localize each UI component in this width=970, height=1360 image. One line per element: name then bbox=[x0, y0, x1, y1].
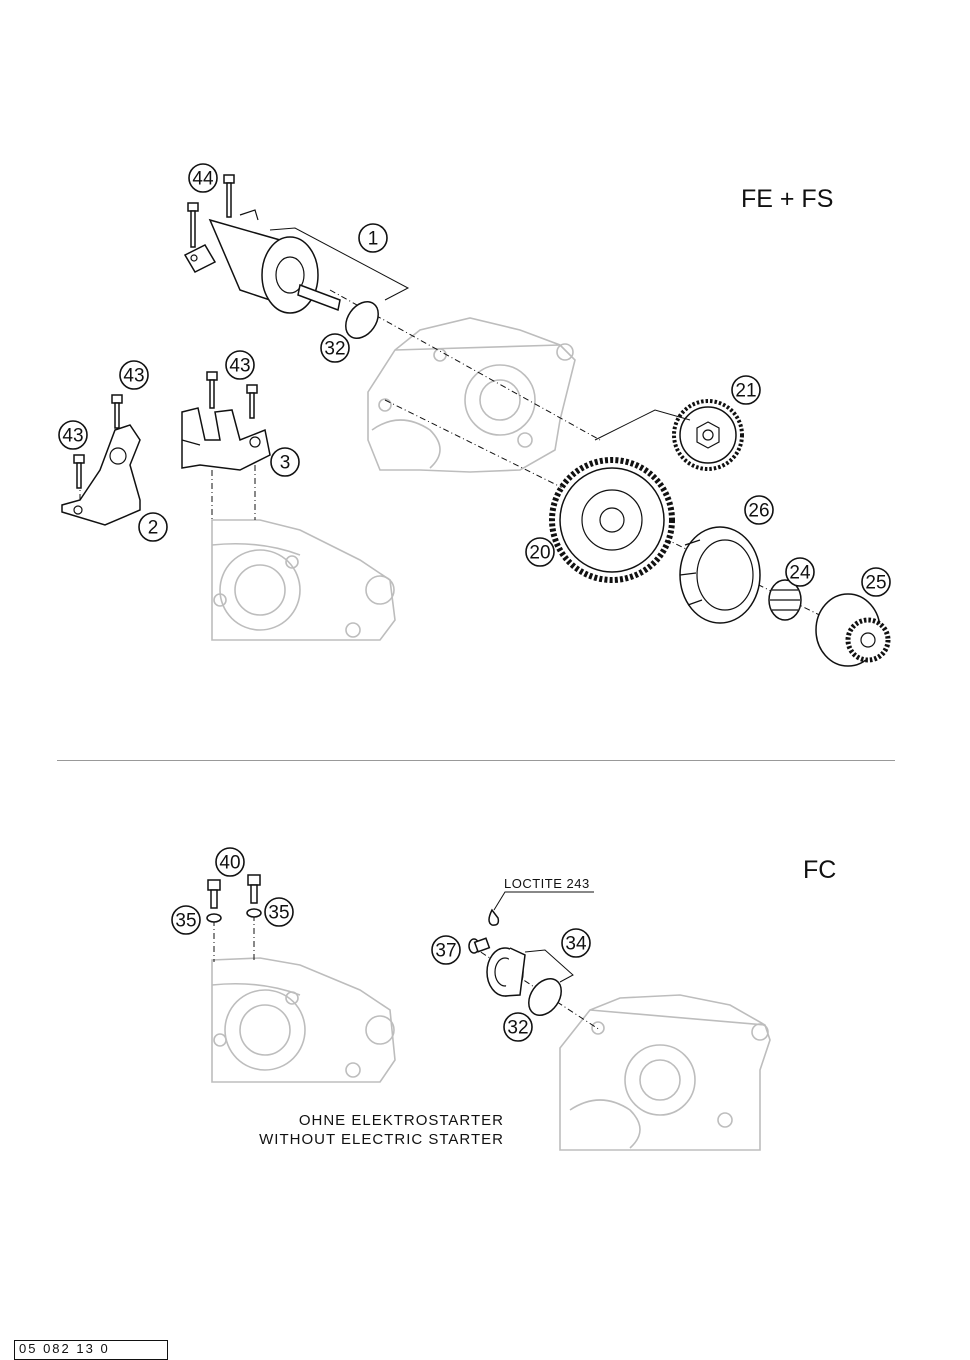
crankcase-ghost-top-left bbox=[211, 519, 396, 641]
callout-43-top[interactable]: 43 bbox=[119, 360, 149, 390]
callout-1[interactable]: 1 bbox=[358, 223, 388, 253]
plug-34-drawing bbox=[486, 947, 526, 997]
freewheel-26-drawing bbox=[679, 526, 761, 624]
screw-43-bracket3-a bbox=[206, 371, 218, 409]
screw-43-bracket3-b bbox=[246, 384, 258, 419]
callout-34-number: 34 bbox=[565, 934, 587, 955]
callout-26[interactable]: 26 bbox=[744, 495, 774, 525]
callout-37[interactable]: 37 bbox=[431, 935, 461, 965]
bracket-3-drawing bbox=[181, 407, 271, 471]
intermediate-gear-21-drawing bbox=[672, 399, 744, 471]
model-label-fc: FC bbox=[803, 856, 837, 884]
callout-3-number: 3 bbox=[280, 453, 291, 474]
callout-21[interactable]: 21 bbox=[731, 375, 761, 405]
o-ring-32-bottom-drawing bbox=[528, 978, 562, 1016]
note-line-de: OHNE ELEKTROSTARTER bbox=[298, 1112, 504, 1129]
callout-3[interactable]: 3 bbox=[270, 447, 300, 477]
callout-40-number: 40 bbox=[219, 853, 240, 874]
screw-44-a bbox=[187, 202, 199, 248]
callout-34[interactable]: 34 bbox=[561, 928, 591, 958]
starter-motor-drawing bbox=[183, 209, 341, 314]
callout-35-left[interactable]: 35 bbox=[171, 905, 201, 935]
callout-24-number: 24 bbox=[789, 563, 811, 584]
freewheel-hub-25-drawing bbox=[815, 593, 891, 667]
callout-20-number: 20 bbox=[529, 543, 550, 564]
crankcase-ghost-top-right bbox=[367, 317, 576, 473]
callout-32-top-number: 32 bbox=[324, 339, 345, 360]
callout-43-mid[interactable]: 43 bbox=[225, 350, 255, 380]
loctite-label: LOCTITE 243 bbox=[504, 876, 590, 891]
callout-37-number: 37 bbox=[435, 941, 456, 962]
screw-44-b bbox=[223, 174, 235, 218]
callout-43-top-number: 43 bbox=[123, 366, 144, 387]
callout-35-right-number: 35 bbox=[268, 903, 289, 924]
loctite-drop-icon bbox=[488, 908, 500, 926]
callout-24[interactable]: 24 bbox=[785, 557, 815, 587]
callout-32-bottom-number: 32 bbox=[507, 1018, 528, 1039]
callout-2-number: 2 bbox=[148, 518, 159, 539]
callout-43-left[interactable]: 43 bbox=[58, 420, 88, 450]
note-without-starter: OHNE ELEKTROSTARTER WITHOUT ELECTRIC STA… bbox=[230, 1111, 504, 1149]
callout-20[interactable]: 20 bbox=[525, 537, 555, 567]
callout-32-bottom[interactable]: 32 bbox=[503, 1012, 533, 1042]
callout-35-left-number: 35 bbox=[175, 911, 196, 932]
callout-25[interactable]: 25 bbox=[861, 567, 891, 597]
screw-43-bracket2-left bbox=[73, 454, 85, 489]
starter-gear-20-drawing bbox=[549, 457, 675, 583]
washer-35-b bbox=[246, 908, 262, 918]
crankcase-ghost-bottom-right bbox=[559, 994, 771, 1151]
callout-32-top[interactable]: 32 bbox=[320, 333, 350, 363]
screw-40-a bbox=[207, 879, 221, 909]
section-divider bbox=[57, 760, 895, 761]
callout-26-number: 26 bbox=[748, 501, 769, 522]
screw-43-bracket2-top bbox=[111, 394, 123, 429]
washer-35-a bbox=[206, 913, 222, 923]
callout-44-number: 44 bbox=[192, 169, 214, 190]
bracket-2-drawing bbox=[61, 424, 141, 526]
model-label-fe-fs: FE + FS bbox=[741, 185, 834, 213]
needle-bearing-24-drawing bbox=[768, 579, 802, 621]
callout-43-mid-number: 43 bbox=[229, 356, 250, 377]
crankcase-ghost-bottom-left bbox=[211, 957, 396, 1083]
callout-40[interactable]: 40 bbox=[215, 847, 245, 877]
callout-25-number: 25 bbox=[865, 573, 886, 594]
callout-2[interactable]: 2 bbox=[138, 512, 168, 542]
note-line-en: WITHOUT ELECTRIC STARTER bbox=[259, 1131, 504, 1148]
callout-35-right[interactable]: 35 bbox=[264, 897, 294, 927]
screw-40-b bbox=[247, 874, 261, 904]
o-ring-32-top-drawing bbox=[345, 301, 379, 339]
page-code-box: 05 082 13 0 bbox=[14, 1340, 168, 1360]
callout-1-number: 1 bbox=[368, 229, 379, 250]
callout-44[interactable]: 44 bbox=[188, 163, 218, 193]
callout-43-left-number: 43 bbox=[62, 426, 83, 447]
callout-21-number: 21 bbox=[735, 381, 756, 402]
screw-37-drawing bbox=[468, 937, 491, 954]
